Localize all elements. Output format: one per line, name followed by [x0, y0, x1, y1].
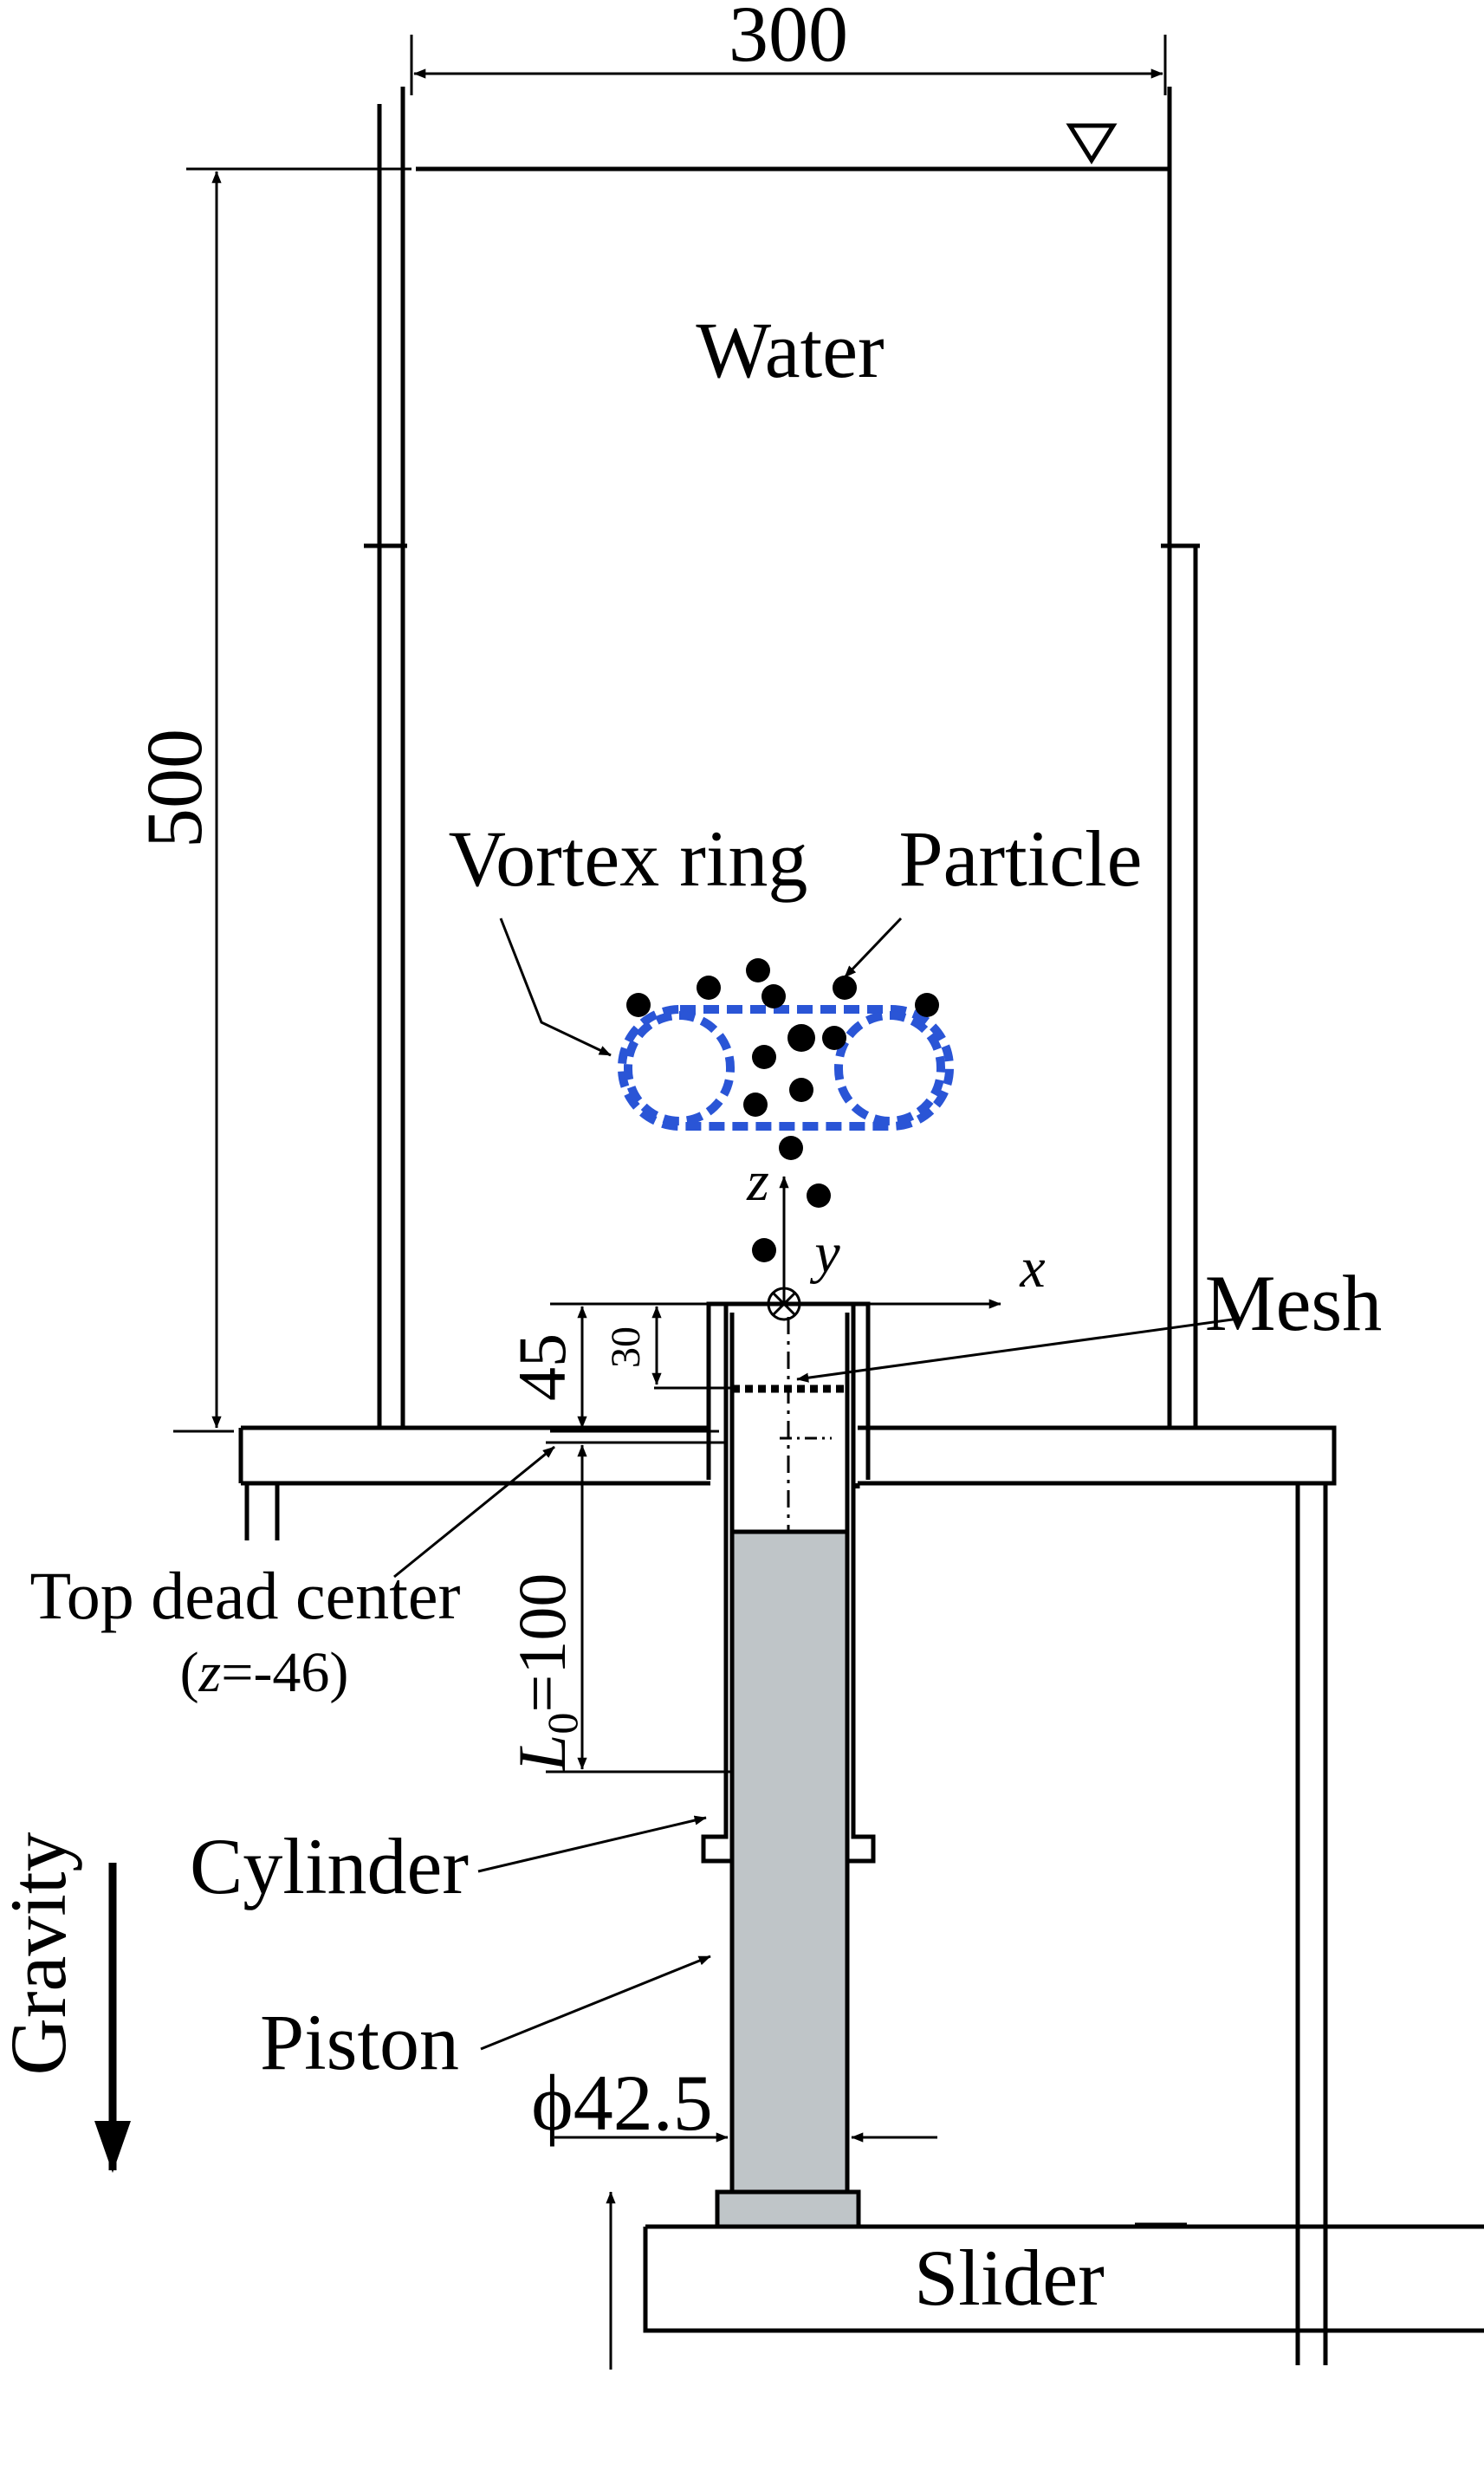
vortex-ring-label: Vortex ring [449, 814, 808, 903]
x-axis-label: x [1019, 1236, 1045, 1300]
particle [752, 1045, 776, 1069]
y-axis-label: y [809, 1222, 840, 1285]
coordinate-axes: z y x [746, 1150, 1046, 1321]
gravity-indicator: Gravity [0, 1832, 131, 2173]
svg-text:L0=100: L0=100 [504, 1573, 586, 1773]
water-level-icon [1066, 123, 1118, 165]
particle [807, 1183, 831, 1208]
base-plate [238, 1425, 1337, 2365]
particle [626, 993, 651, 1017]
particle [752, 1238, 776, 1262]
cylinder-leader [477, 1815, 707, 1873]
particle [697, 976, 721, 1000]
particle [761, 984, 786, 1008]
slider: Slider [606, 2191, 1484, 2370]
particle [743, 1093, 768, 1117]
height-label: 500 [130, 729, 218, 848]
water-surface [416, 123, 1170, 172]
vortex-ring-leader [499, 918, 612, 1057]
diameter-label: ϕ42.5 [531, 2059, 712, 2147]
vortex-ring [618, 1005, 954, 1131]
dim-45-30: 45 30 [504, 1302, 732, 1433]
l0-subscript: 0 [538, 1713, 586, 1735]
particle [833, 976, 857, 1000]
slider-label: Slider [914, 2234, 1105, 2322]
particles [626, 958, 939, 1262]
particle [915, 993, 939, 1017]
l0-value: =100 [504, 1573, 580, 1713]
y-axis-into-page-icon [767, 1287, 801, 1321]
mesh-label: Mesh [1205, 1259, 1382, 1347]
width-dimension: 300 [410, 0, 1167, 95]
mesh-leader [796, 1317, 1240, 1383]
dim-l0: L0=100 [504, 1441, 728, 1773]
particle-leader [843, 917, 903, 979]
gravity-label: Gravity [0, 1832, 82, 2075]
particle-label: Particle [899, 814, 1143, 903]
dim-30-label: 30 [603, 1326, 649, 1368]
particle [746, 958, 770, 982]
particle [789, 1078, 813, 1102]
particle [787, 1024, 815, 1052]
tank-walls [364, 87, 1200, 1428]
width-label: 300 [729, 0, 848, 78]
piston-leader [480, 1955, 711, 2051]
tdc-leader [393, 1445, 555, 1579]
dim-45-label: 45 [504, 1333, 580, 1401]
cylinder-label: Cylinder [190, 1822, 469, 1910]
z-axis-label: z [746, 1150, 769, 1213]
height-dimension: 500 [130, 167, 412, 1433]
l0-symbol: L [504, 1735, 580, 1773]
water-label: Water [696, 306, 884, 394]
piston [715, 1529, 861, 2229]
top-dead-center-label: Top dead center [30, 1558, 461, 1633]
particle [779, 1136, 803, 1160]
tdc-coordinate: (z=-46) [180, 1641, 349, 1704]
particle [822, 1026, 846, 1050]
piston-label: Piston [260, 1998, 459, 2086]
